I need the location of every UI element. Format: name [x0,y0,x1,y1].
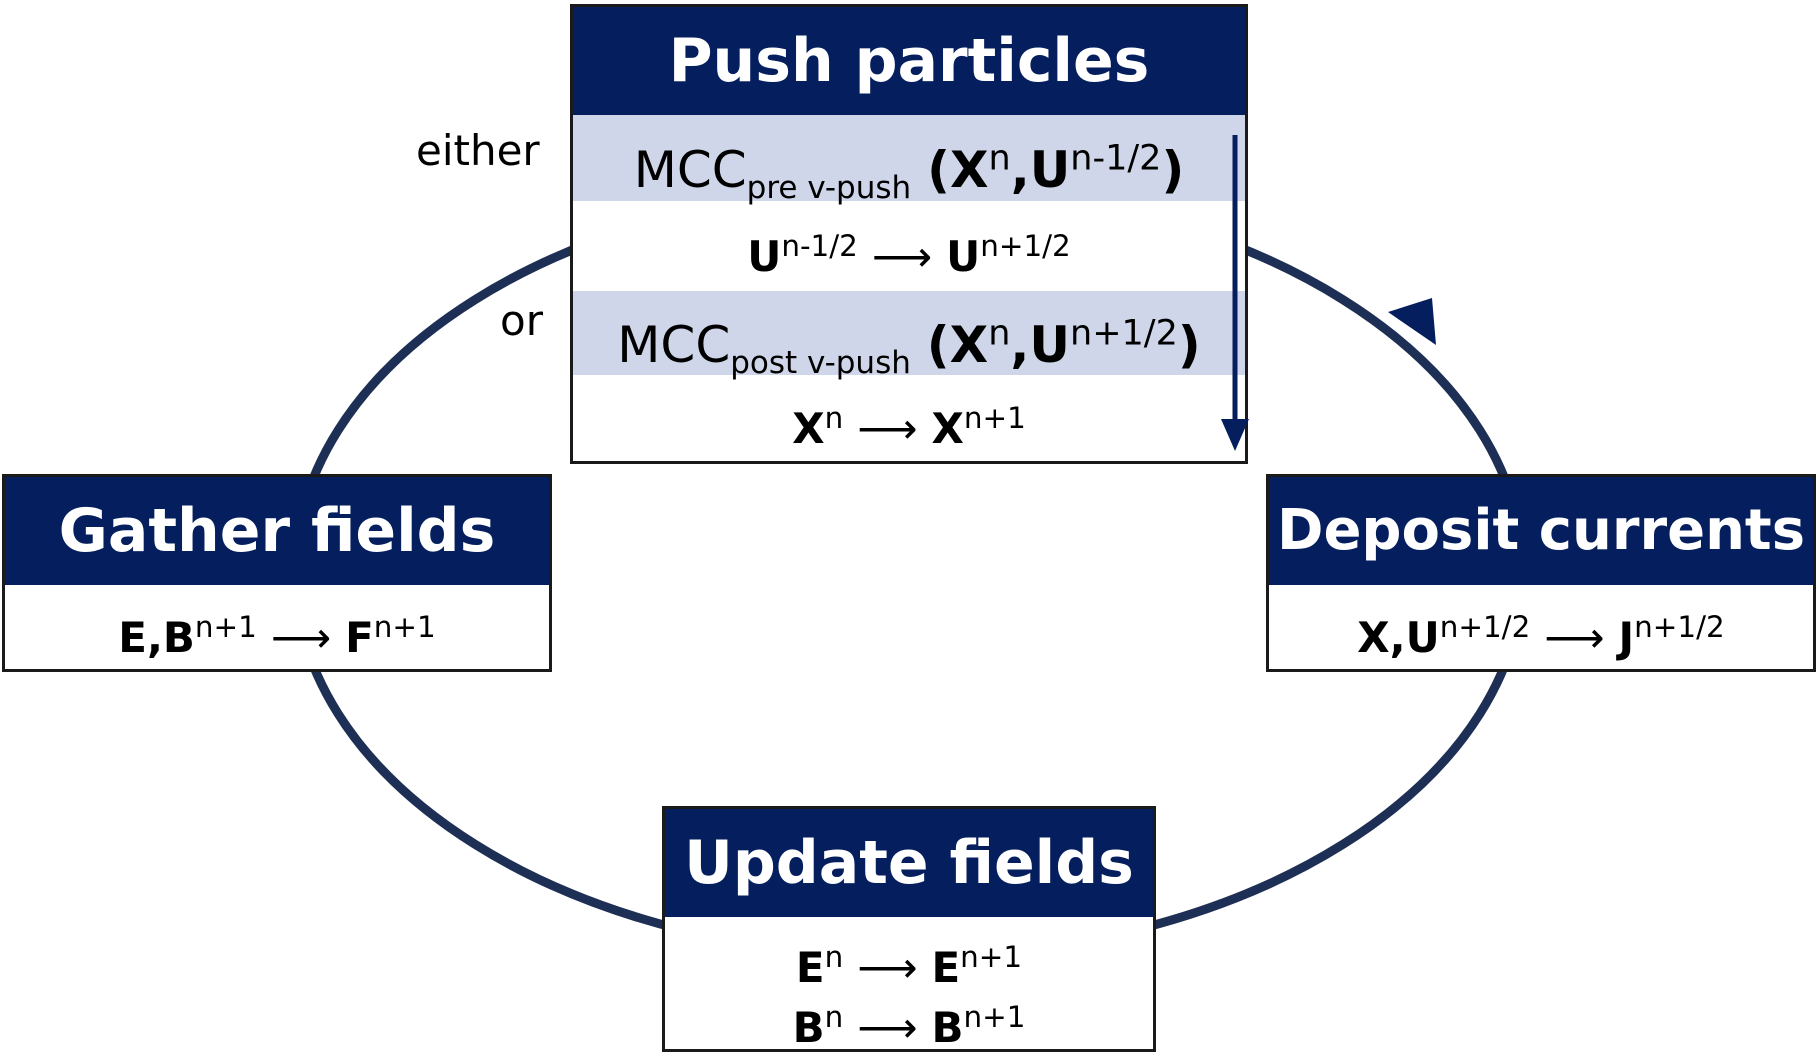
mcc-post-label: MCCpost v-push [617,315,911,381]
sequence-down-arrow [1221,135,1249,451]
mcc-post-args: (Xn,Un+1/2) [926,313,1201,374]
mcc-pre-push-row: MCCpre v-push (Xn,Un-1/2) [573,115,1245,206]
velocity-push-row: Un-1/2⟶Un+1/2 [747,229,1071,281]
mcc-pre-args: (Xn,Un-1/2) [927,138,1185,199]
either-label: either [416,126,540,175]
deposit-currents-title: Deposit currents [1269,477,1813,585]
gather-fields-title: Gather fields [5,477,549,585]
position-push-row: Xn⟶Xn+1 [792,401,1026,453]
update-e-step: En⟶En+1 [795,940,1023,992]
cycle-direction-arrowhead [1388,298,1436,345]
update-b-step: Bn⟶Bn+1 [792,1000,1026,1052]
mcc-post-push-row: MCCpost v-push (Xn,Un+1/2) [573,291,1245,381]
gather-fields-step: E,Bn+1⟶Fn+1 [118,610,436,662]
or-label: or [500,296,543,345]
mcc-pre-label: MCCpre v-push [633,140,912,206]
update-fields-box: Update fields En⟶En+1 Bn⟶Bn+1 [662,806,1156,1052]
push-particles-title: Push particles [573,7,1245,115]
update-fields-title: Update fields [665,809,1153,917]
gather-fields-box: Gather fields E,Bn+1⟶Fn+1 [2,474,552,672]
deposit-currents-step: X,Un+1/2⟶Jn+1/2 [1357,610,1725,662]
deposit-currents-box: Deposit currents X,Un+1/2⟶Jn+1/2 [1266,474,1816,672]
push-particles-box: Push particles MCCpre v-push (Xn,Un-1/2)… [570,4,1249,464]
